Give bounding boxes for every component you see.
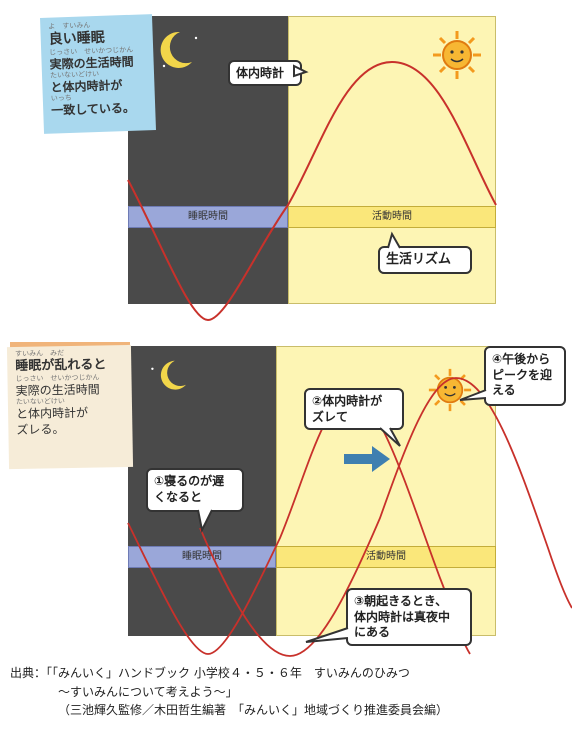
callout-line: ④午後から	[492, 352, 551, 366]
note-line: 実際の生活時間	[15, 382, 100, 398]
active-time-bar: 活動時間	[276, 546, 496, 568]
shifted-clock-curve	[199, 377, 572, 657]
callout-line: ③朝起きるとき、	[354, 594, 448, 608]
callout-line: ピークを迎	[492, 367, 553, 382]
callout-clock-shift: ②体内時計が ズレて	[304, 388, 404, 430]
callout-afternoon-peak: ④午後から ピークを迎 える	[484, 346, 566, 406]
sleep-time-bar: 睡眠時間	[128, 546, 276, 568]
body-clock-callout: 体内時計	[228, 60, 302, 86]
normal-clock-curve	[127, 395, 471, 655]
callout-morning-midnight: ③朝起きるとき、 体内時計は真夜中 にある	[346, 588, 472, 646]
arrow-right-icon	[344, 446, 390, 472]
sleep-time-bar: 睡眠時間	[128, 206, 288, 228]
source-line: 出典：「「みんいく」ハンドブック 小学校４・５・６年 すいみんのひみつ	[10, 666, 410, 680]
note-title: 睡眠が乱れると	[15, 357, 107, 374]
body-clock-curves	[127, 377, 572, 657]
body-clock-curve	[127, 60, 497, 322]
callout-tail	[459, 389, 487, 401]
callout-line: ズレて	[312, 409, 349, 424]
source-line: ～すいみんについて考えよう～」	[58, 684, 238, 699]
body-clock-label: 体内時計	[236, 66, 285, 80]
note-line: と体内時計が	[15, 405, 89, 421]
star-icon	[151, 367, 154, 370]
disturbed-sleep-note: すいみん みだ 睡眠が乱れると じっさい せいかつじかん 実際の生活時間 たいな…	[6, 344, 134, 470]
callout-tail	[387, 231, 401, 249]
source-citation: 出典：「「みんいく」ハンドブック 小学校４・５・６年 すいみんのひみつ ～すいみ…	[10, 664, 566, 720]
callout-tail	[197, 509, 213, 534]
callout-late-bedtime: ①寝るのが遅 くなると	[146, 468, 244, 512]
callout-line: にある	[354, 625, 391, 640]
callout-line: くなると	[154, 489, 203, 504]
good-sleep-note: よ すいみん 良い睡眠 じっさい せいかつじかん 実際の生活時間 たいないどけい…	[40, 14, 156, 134]
callout-line: ①寝るのが遅	[154, 474, 225, 488]
sun-icon	[433, 31, 481, 79]
callout-line: 体内時計は真夜中	[354, 609, 451, 624]
callout-tail	[293, 64, 309, 78]
diagram-good-sleep: 睡眠時間 活動時間 体内時計 生活リズム よ すいみん 良い睡眠 じっさい せい…	[0, 0, 572, 322]
life-rhythm-callout: 生活リズム	[378, 246, 472, 274]
callout-tail	[379, 427, 401, 447]
moon-icon	[151, 360, 186, 390]
note-line: ズレる。	[16, 422, 65, 437]
life-rhythm-label: 生活リズム	[386, 252, 452, 267]
note-line: 一致している。	[51, 101, 136, 118]
callout-tail	[305, 627, 349, 643]
source-line: （三池輝久監修／木田哲生編著 「みんいく」地域づくり推進委員会編）	[58, 703, 449, 718]
callout-line: える	[492, 383, 516, 398]
callout-line: ②体内時計が	[312, 394, 383, 408]
diagram-disturbed-sleep: 睡眠時間 活動時間 ①寝るのが遅 くなると ②体内時計が ズレて ③朝起きるとき…	[0, 338, 572, 657]
active-time-bar: 活動時間	[288, 206, 496, 228]
